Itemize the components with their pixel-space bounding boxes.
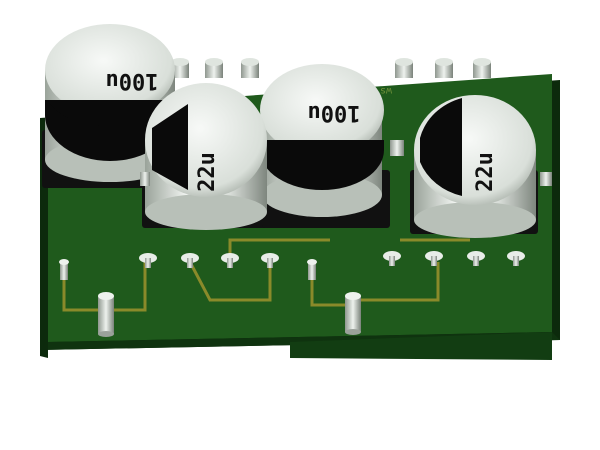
pcb-side [40, 332, 560, 350]
capacitor-c3-label: 100u [308, 100, 361, 125]
capacitor-c1: 100u [45, 24, 175, 182]
standoff-pins [59, 259, 361, 337]
capacitor-c4: 22u [414, 95, 536, 238]
capacitor-c4-label: 22u [473, 152, 498, 192]
pcb-lower-strip [290, 332, 552, 360]
capacitor-c2-label: 22u [195, 152, 220, 192]
side-pins [140, 140, 552, 186]
back-pins [171, 58, 491, 78]
pcb-left-stub [40, 336, 48, 358]
capacitor-c3: 100u [260, 64, 384, 217]
capacitor-c1-label: 100u [106, 68, 159, 93]
capacitor-c2: 22u [145, 83, 267, 230]
front-pins [139, 251, 525, 268]
